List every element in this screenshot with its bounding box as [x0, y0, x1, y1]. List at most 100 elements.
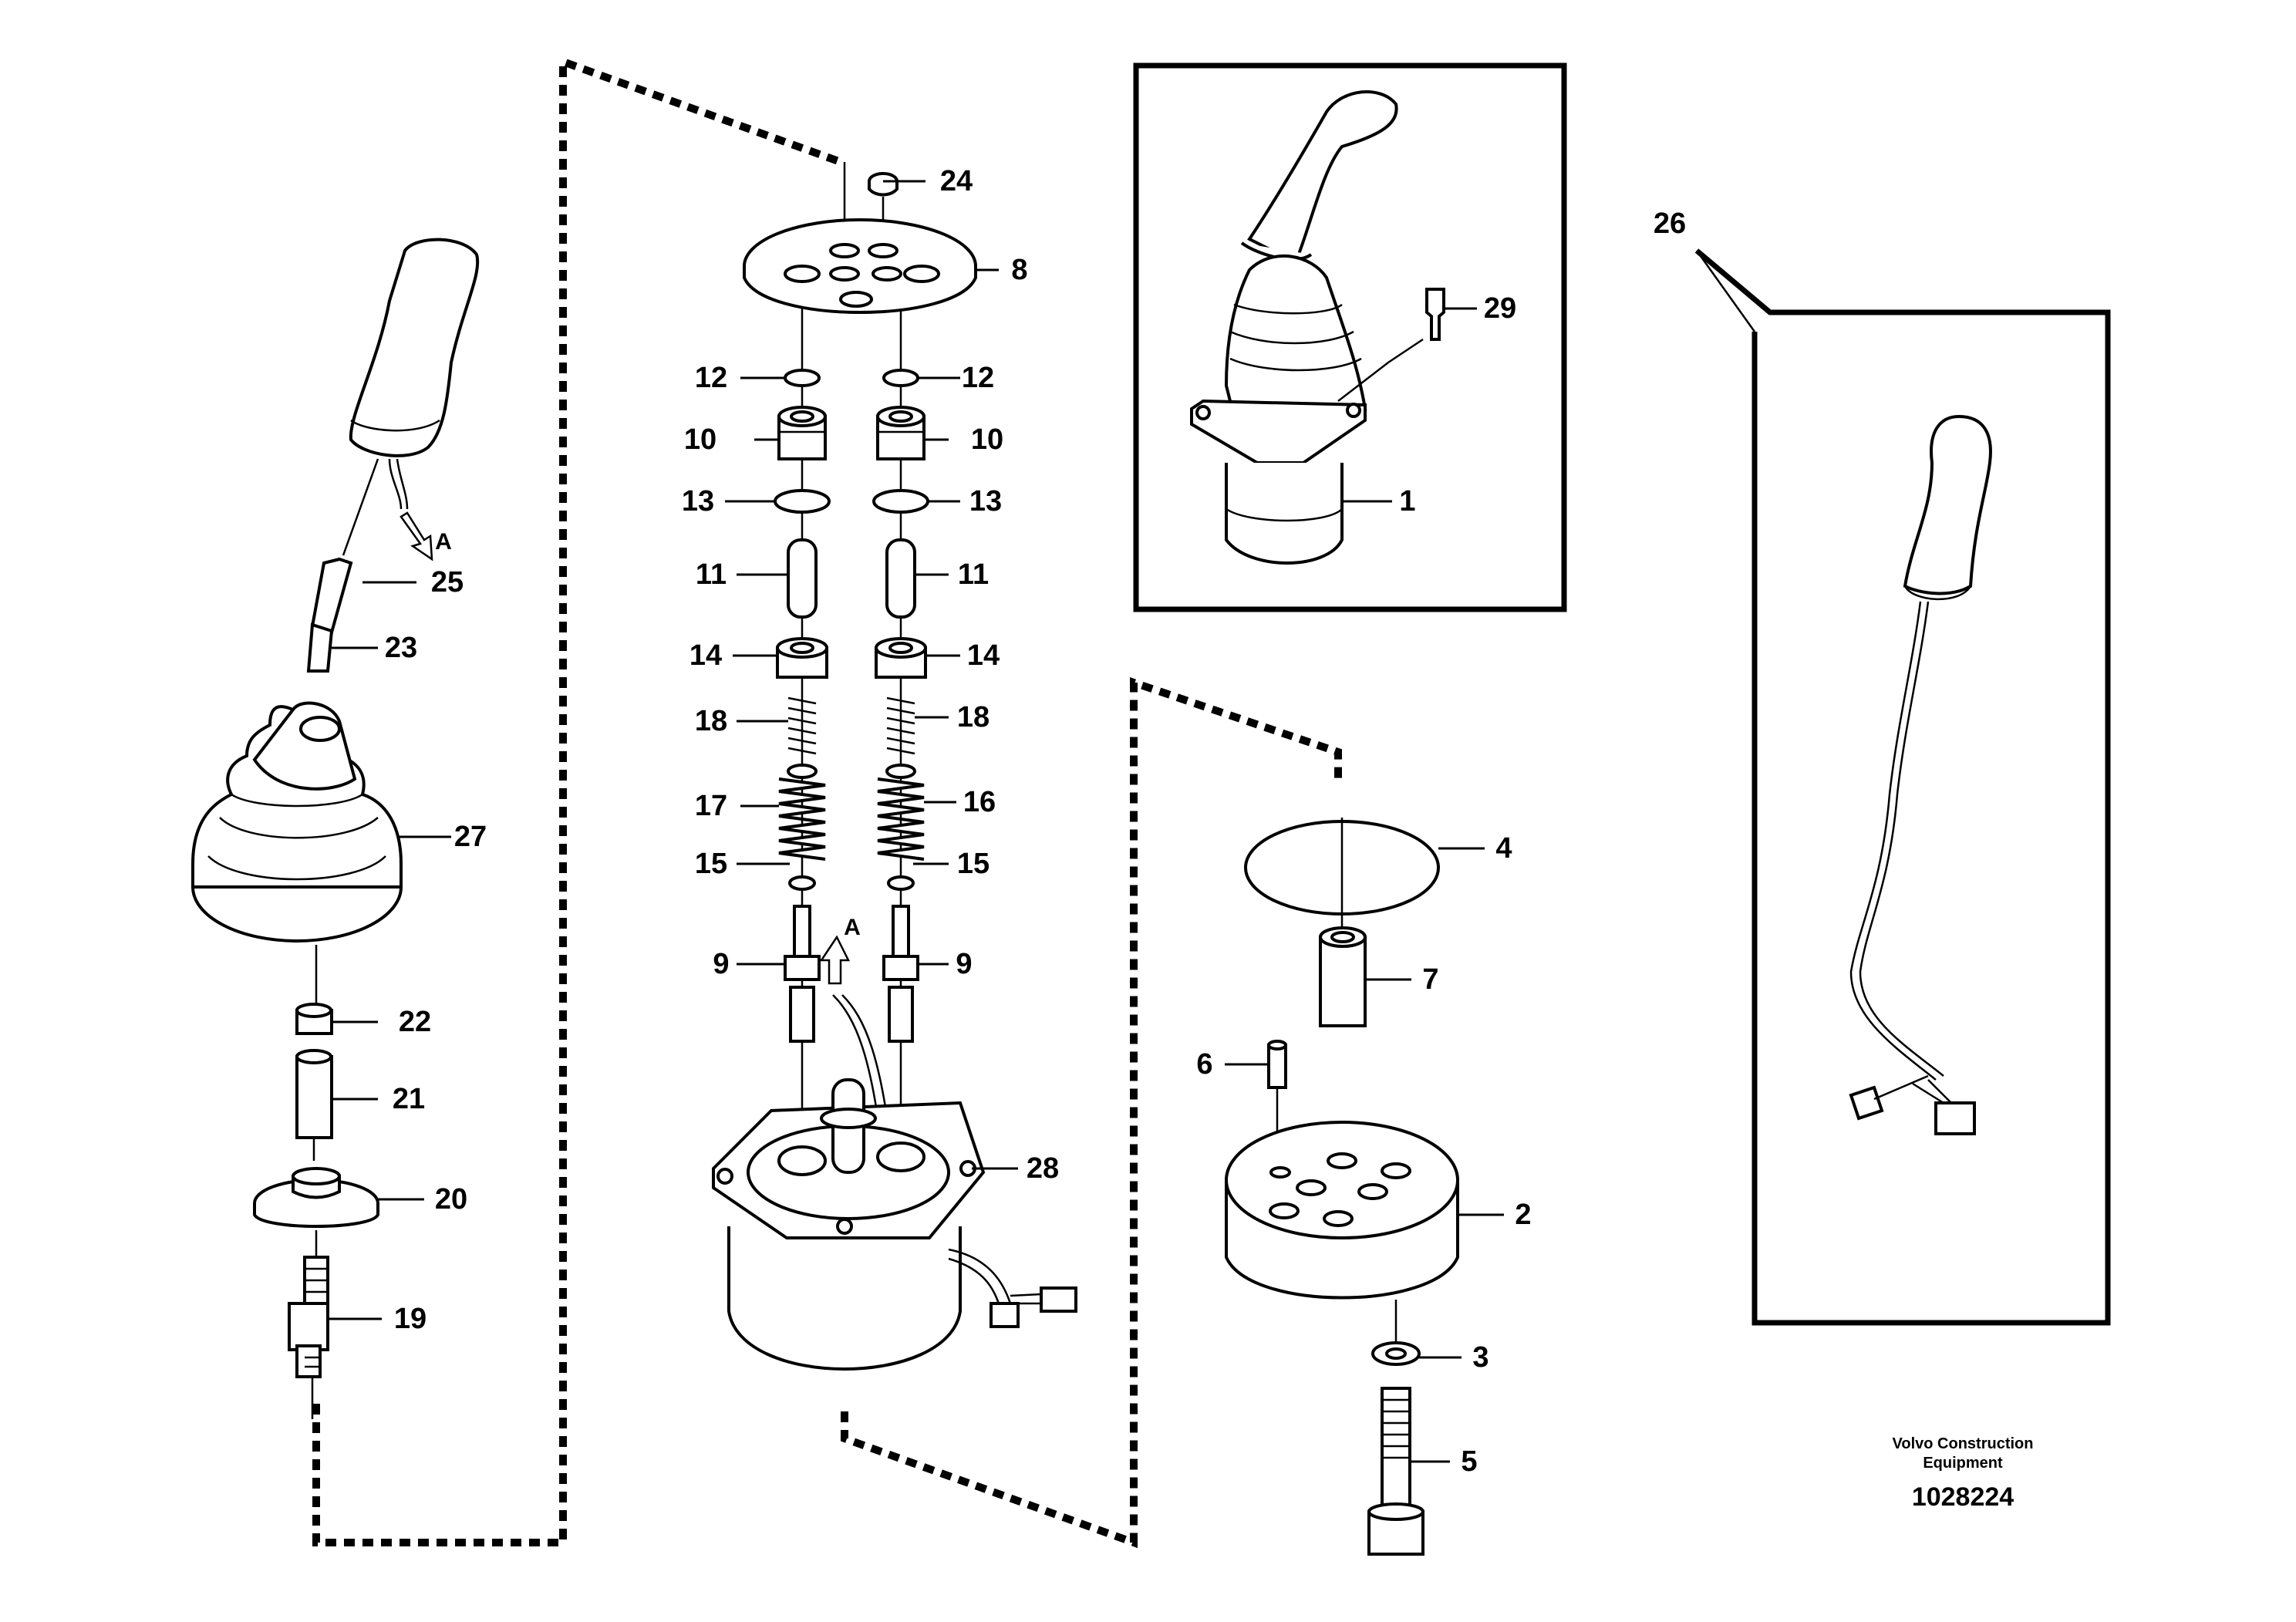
part-29-screw	[1425, 288, 1445, 341]
callout-7: 7	[1422, 963, 1438, 996]
part-8-plate	[743, 218, 977, 314]
part-10-right-plug	[876, 406, 925, 460]
callout-21: 21	[393, 1083, 425, 1115]
callout-27: 27	[454, 821, 487, 853]
callout-10-left: 10	[684, 423, 716, 456]
part-20-base	[253, 1167, 379, 1228]
callout-3: 3	[1472, 1341, 1489, 1374]
harness-cable	[1849, 601, 1937, 1081]
part-19-joint	[288, 1256, 329, 1378]
view-a-arrow-left	[400, 511, 433, 561]
part-18-left-spring	[787, 696, 817, 755]
part-7-bushing	[1319, 926, 1367, 1027]
callout-16: 16	[963, 786, 996, 818]
callout-12-left: 12	[695, 362, 727, 394]
callout-4: 4	[1495, 832, 1512, 865]
inset-frame-harness	[1694, 248, 2111, 1326]
part-3-washer	[1371, 1341, 1421, 1366]
lever-cable	[388, 458, 403, 510]
part-21-sleeve	[295, 1049, 333, 1139]
part-6-pin	[1267, 1040, 1287, 1089]
callout-25: 25	[431, 566, 464, 599]
lever-handle-collar	[350, 419, 440, 432]
callout-14-right: 14	[967, 639, 1000, 672]
assembled-grip	[1247, 90, 1398, 265]
callout-a-left: A	[435, 529, 452, 555]
part-2-block	[1225, 1121, 1459, 1300]
dashed-connector-left	[312, 56, 842, 1546]
callout-labels: 24 8 12 12 10 10 13 13 11 11 14 14 18 18…	[385, 165, 1686, 1478]
callout-5: 5	[1461, 1445, 1477, 1478]
part-27-boot	[191, 701, 403, 943]
part-11-left-pin	[787, 538, 818, 619]
callout-23: 23	[385, 632, 417, 664]
assembled-boot	[1224, 254, 1367, 419]
callout-8: 8	[1011, 254, 1027, 286]
part-25-sleeve	[310, 557, 353, 635]
callout-a-center: A	[844, 915, 861, 940]
figure-number: 1028224	[1912, 1482, 2014, 1512]
part-22-nut	[295, 1003, 333, 1035]
callout-9-right: 9	[956, 948, 972, 980]
callout-2: 2	[1515, 1199, 1531, 1231]
part-14-right-guide	[875, 637, 927, 679]
part-9-left-plunger	[784, 905, 821, 1043]
left-lever-assembly	[191, 238, 480, 1419]
callout-1: 1	[1399, 485, 1415, 518]
assembled-flange	[1190, 399, 1367, 464]
part-16-right-spring	[877, 764, 925, 861]
company-name-line1: Volvo Construction	[1893, 1435, 2034, 1452]
lever-shaft	[342, 458, 379, 556]
callout-29: 29	[1484, 292, 1516, 325]
part-15-left-washer	[788, 875, 816, 891]
callout-28: 28	[1027, 1152, 1059, 1185]
callout-11-left: 11	[696, 558, 727, 591]
view-a-arrow-center	[819, 935, 851, 985]
inset-frame-assembly	[1133, 62, 1567, 612]
part-18-right-spring	[886, 696, 915, 755]
callout-18-right: 18	[957, 701, 990, 733]
part-11-right-pin	[885, 538, 916, 619]
part-9-right-plunger	[882, 905, 919, 1043]
callout-19: 19	[394, 1303, 426, 1335]
callout-11-right: 11	[958, 558, 989, 591]
lower-right-parts	[1225, 818, 1459, 1556]
part-17-left-spring	[778, 764, 826, 861]
callout-15-right: 15	[957, 848, 990, 880]
assembled-base	[1225, 463, 1344, 565]
figure-footer: Volvo Construction Equipment 1028224	[1893, 1435, 2034, 1512]
callout-14-left: 14	[689, 639, 722, 672]
part-14-left-guide	[776, 637, 828, 679]
part-15-right-washer	[887, 875, 915, 891]
center-valve-assembly	[712, 162, 1077, 1371]
callout-26: 26	[1654, 207, 1686, 240]
part-13-left-oring	[774, 489, 831, 514]
inset-harness	[1849, 414, 1992, 1135]
callout-18-left: 18	[695, 705, 727, 737]
part-5-bolt	[1367, 1387, 1424, 1556]
callout-15-left: 15	[695, 848, 727, 880]
callout-12-right: 12	[962, 362, 994, 394]
part-13-right-oring	[872, 489, 929, 514]
callout-20: 20	[435, 1183, 467, 1216]
callout-13-right: 13	[969, 485, 1002, 518]
callout-17: 17	[695, 790, 727, 822]
lever-cable-b	[396, 458, 409, 510]
callout-24: 24	[940, 165, 973, 197]
callout-9-left: 9	[713, 948, 729, 980]
part-28-valve-body	[712, 1078, 1077, 1371]
callout-22: 22	[399, 1006, 431, 1038]
callout-10-right: 10	[971, 423, 1003, 456]
company-name-line2: Equipment	[1923, 1455, 2003, 1472]
inset-frame-harness-pointer	[1695, 250, 1756, 332]
callout-13-left: 13	[682, 485, 714, 518]
lever-handle-grip	[349, 238, 480, 457]
part-23-tube	[306, 622, 334, 673]
callout-6: 6	[1196, 1048, 1212, 1081]
part-12-left-ring	[784, 369, 821, 387]
part-10-left-plug	[777, 406, 827, 460]
leader-lines	[328, 180, 1504, 1463]
part-12-right-ring	[882, 369, 919, 387]
harness-grip	[1903, 414, 1992, 595]
